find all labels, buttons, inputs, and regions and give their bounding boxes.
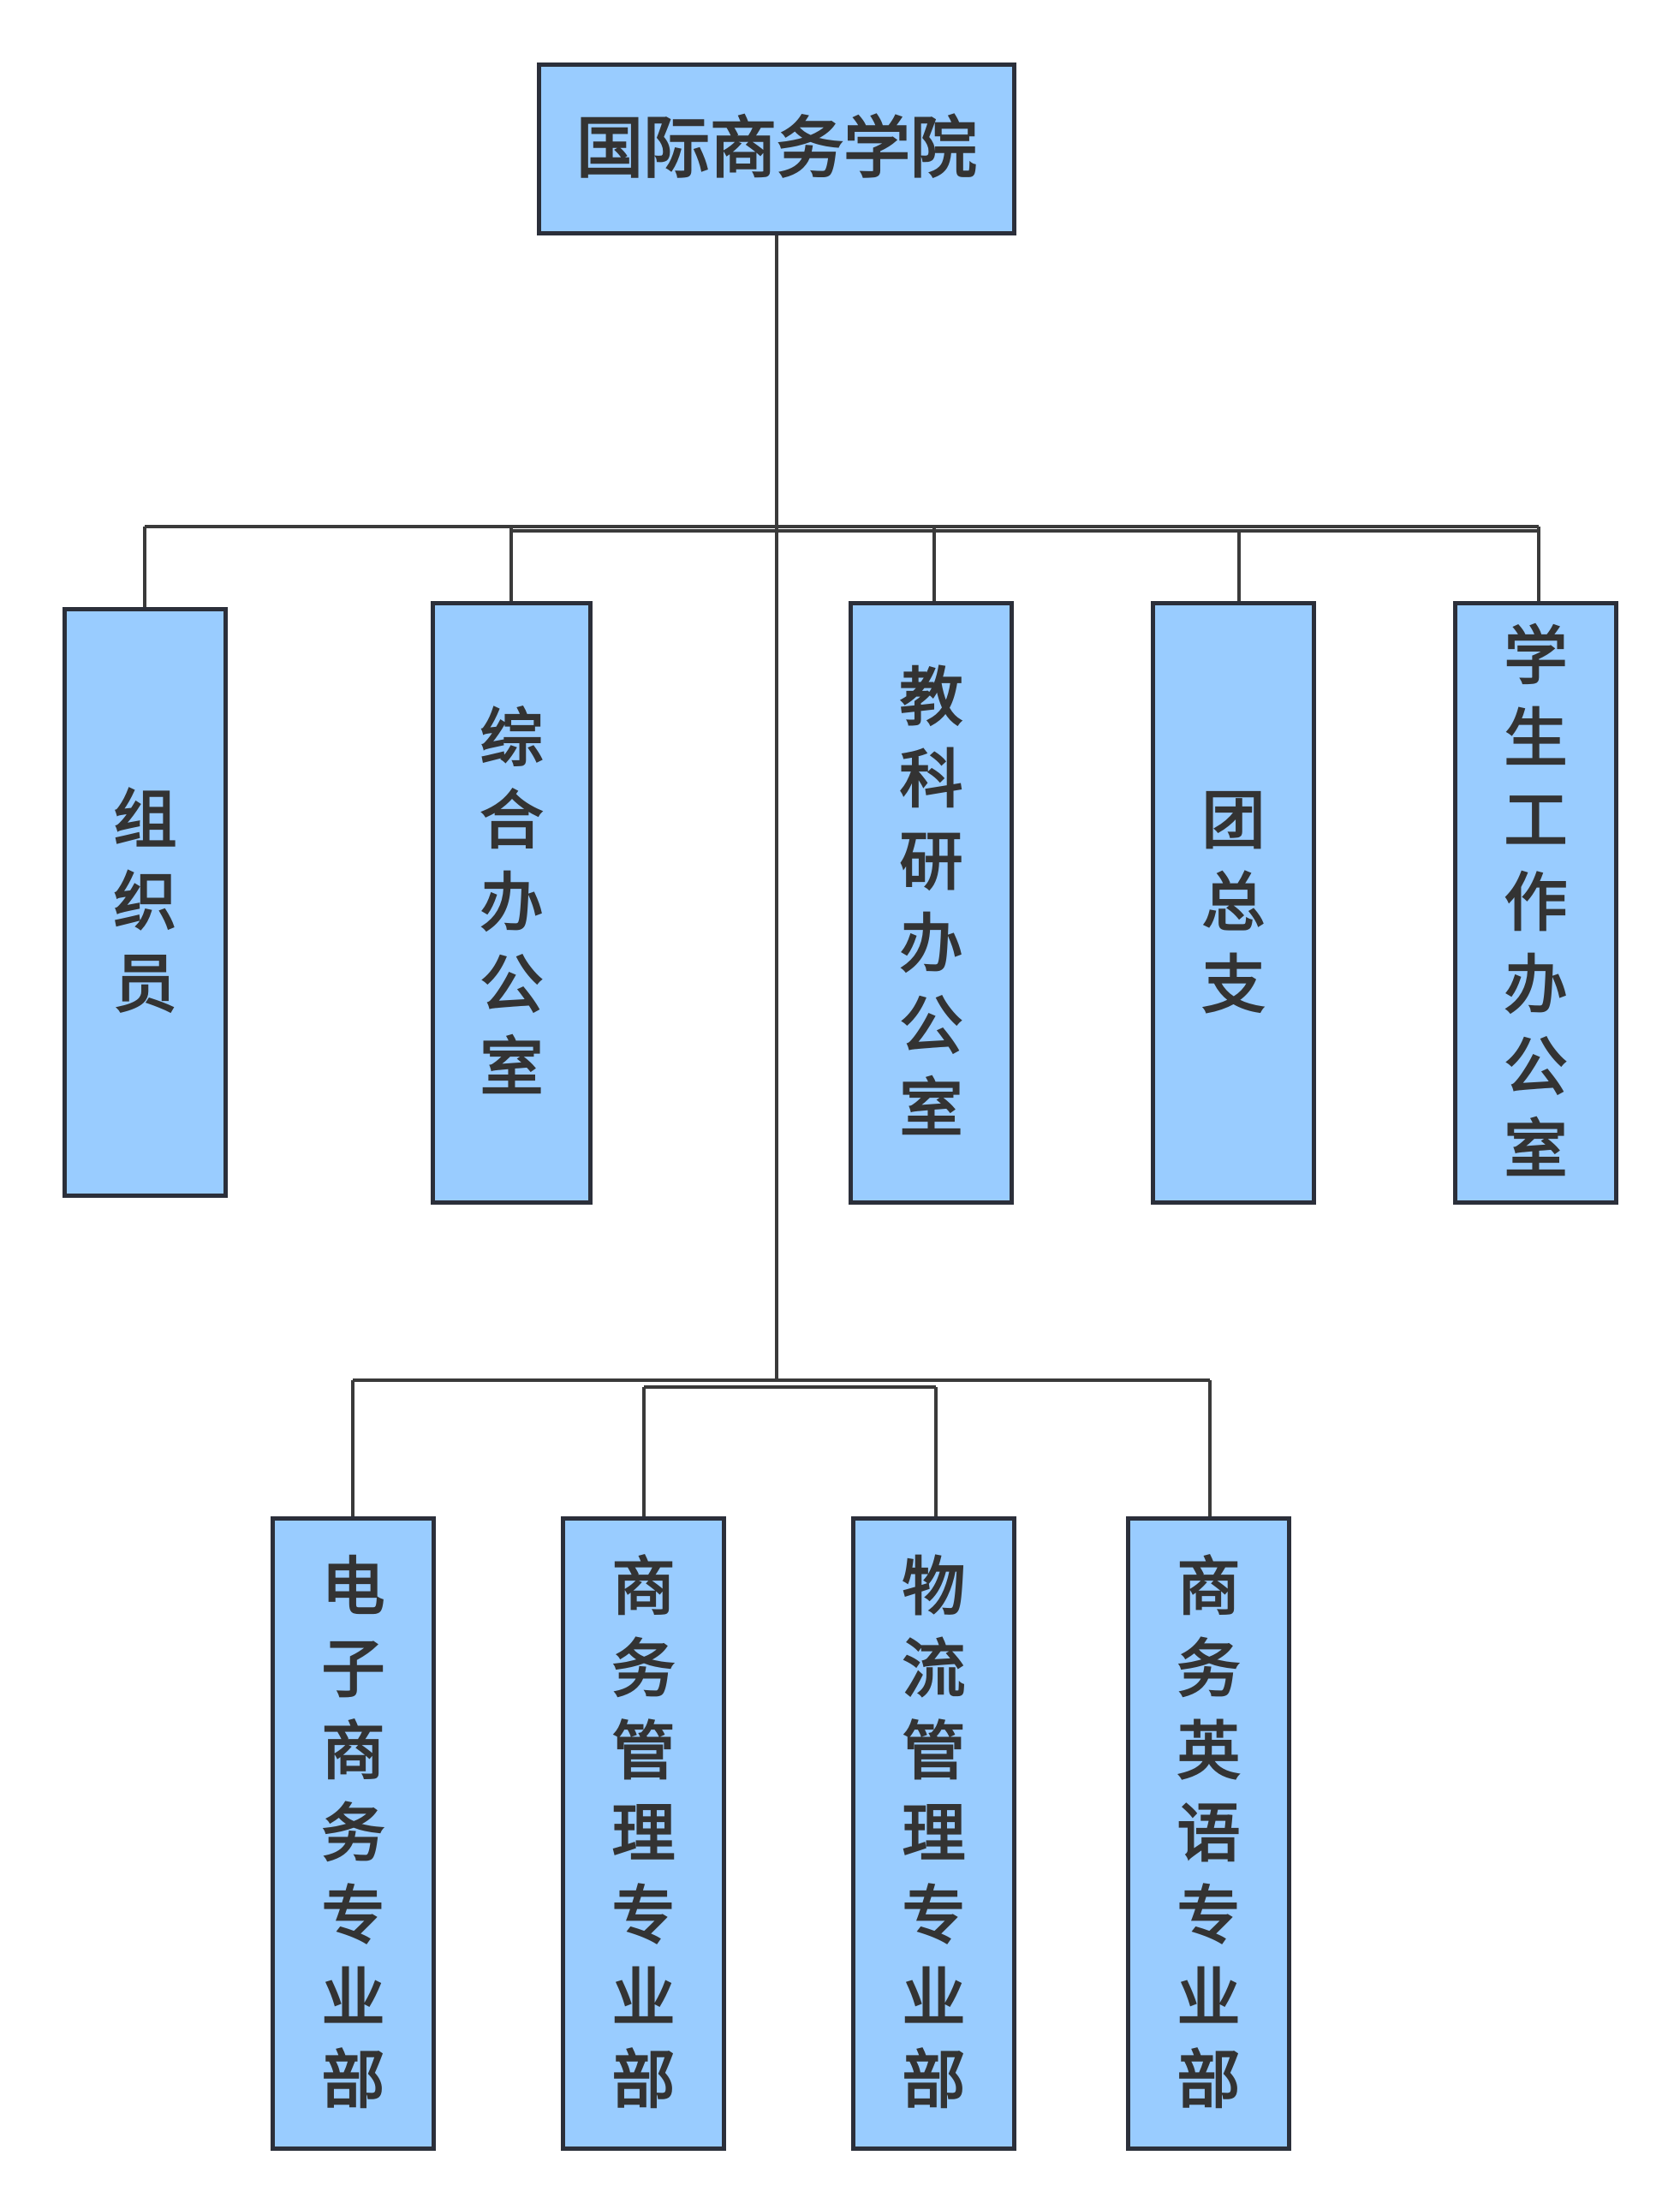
- office-node-label: 学生工作办公室: [1504, 619, 1568, 1187]
- office-node-label: 综合办公室: [480, 701, 544, 1104]
- office-node-label: 组织员: [113, 783, 177, 1021]
- office-node-label: 团总支: [1201, 783, 1266, 1022]
- dept-node-label: 商务管理专业部: [611, 1550, 676, 2117]
- office-node-teaching-research-office: 教科研办公室: [849, 601, 1014, 1205]
- dept-node-label: 商务英语专业部: [1177, 1550, 1241, 2117]
- root-node: 国际商务学院: [537, 63, 1016, 235]
- root-node-label: 国际商务学院: [575, 110, 977, 188]
- office-node-organizer: 组织员: [63, 607, 228, 1198]
- dept-node-label: 物流管理专业部: [902, 1550, 966, 2117]
- office-node-youth-league-branch: 团总支: [1151, 601, 1316, 1205]
- office-node-general-office: 综合办公室: [431, 601, 593, 1205]
- dept-node-e-commerce: 电子商务专业部: [271, 1516, 436, 2151]
- dept-node-business-english: 商务英语专业部: [1126, 1516, 1291, 2151]
- dept-node-logistics-management: 物流管理专业部: [851, 1516, 1016, 2151]
- dept-node-label: 电子商务专业部: [321, 1550, 385, 2117]
- dept-node-business-management: 商务管理专业部: [561, 1516, 726, 2151]
- office-node-label: 教科研办公室: [899, 660, 963, 1146]
- office-node-student-affairs-office: 学生工作办公室: [1453, 601, 1618, 1205]
